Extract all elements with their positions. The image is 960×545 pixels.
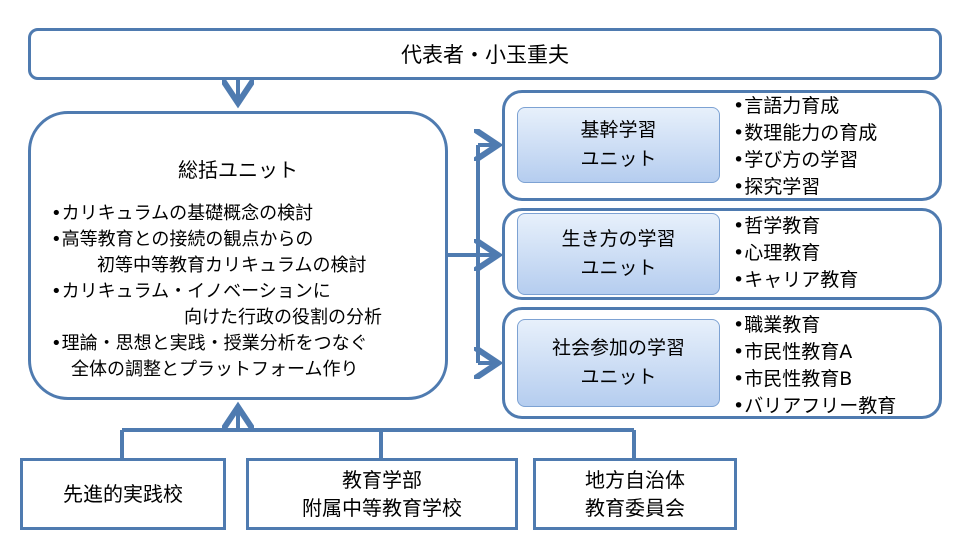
- unit-item: •バリアフリー教育: [733, 395, 897, 417]
- unit-ikikata-box: 生き方の学習 ユニット •哲学教育 •心理教育 •キャリア教育: [502, 208, 942, 300]
- main-unit-item: •理論・思想と実践・授業分析をつなぐ: [51, 333, 368, 354]
- unit-item: •キャリア教育: [733, 269, 859, 291]
- main-unit-box: 総括ユニット •カリキュラムの基礎概念の検討 •高等教育との接続の観点からの 初…: [28, 111, 448, 400]
- local-gov-box: 地方自治体 教育委員会: [533, 458, 737, 530]
- school-box: 先進的実践校: [20, 458, 226, 530]
- unit-item: •心理教育: [733, 242, 821, 264]
- faculty-label-line2: 附属中等教育学校: [302, 496, 462, 520]
- unit-kikan-label-line2: ユニット: [580, 148, 657, 170]
- unit-shakai-box: 社会参加の学習 ユニット •職業教育 •市民性教育A •市民性教育B •バリアフ…: [502, 307, 942, 419]
- unit-item: •哲学教育: [733, 215, 821, 237]
- local-gov-label-line1: 地方自治体: [585, 468, 685, 492]
- unit-item: •言語力育成: [733, 95, 840, 117]
- unit-kikan-label-line1: 基幹学習: [580, 119, 657, 141]
- unit-item: •職業教育: [733, 314, 821, 336]
- main-unit-item: 初等中等教育カリキュラムの検討: [97, 255, 367, 276]
- unit-shakai-label: 社会参加の学習 ユニット: [517, 319, 720, 407]
- unit-item: •市民性教育A: [733, 341, 853, 363]
- main-unit-item: •カリキュラムの基礎概念の検討: [51, 203, 314, 224]
- unit-ikikata-label-line1: 生き方の学習: [561, 228, 676, 250]
- unit-ikikata-label: 生き方の学習 ユニット: [517, 213, 720, 295]
- faculty-box: 教育学部 附属中等教育学校: [246, 458, 518, 530]
- unit-item: •学び方の学習: [733, 149, 859, 171]
- main-unit-items: •カリキュラムの基礎概念の検討 •高等教育との接続の観点からの 初等中等教育カリ…: [51, 201, 441, 383]
- main-unit-item: •カリキュラム・イノベーションに: [51, 281, 331, 302]
- unit-shakai-label-line1: 社会参加の学習: [551, 337, 685, 359]
- representative-box: 代表者・小玉重夫: [28, 28, 942, 80]
- unit-item: •市民性教育B: [733, 368, 853, 390]
- unit-item: •数理能力の育成: [733, 122, 878, 144]
- representative-label: 代表者・小玉重夫: [401, 43, 569, 67]
- unit-item: •探究学習: [733, 176, 821, 198]
- main-unit-item: 向けた行政の役割の分析: [184, 307, 382, 328]
- unit-kikan-label: 基幹学習 ユニット: [517, 107, 720, 183]
- main-unit-item: •高等教育との接続の観点からの: [51, 229, 314, 250]
- unit-shakai-label-line2: ユニット: [580, 366, 657, 388]
- unit-ikikata-label-line2: ユニット: [580, 257, 657, 279]
- faculty-label-line1: 教育学部: [342, 468, 422, 492]
- school-label: 先進的実践校: [63, 482, 183, 506]
- unit-kikan-items: •言語力育成 •数理能力の育成 •学び方の学習 •探究学習: [733, 93, 877, 201]
- unit-kikan-box: 基幹学習 ユニット •言語力育成 •数理能力の育成 •学び方の学習 •探究学習: [502, 90, 942, 201]
- local-gov-label-line2: 教育委員会: [585, 496, 685, 520]
- unit-ikikata-items: •哲学教育 •心理教育 •キャリア教育: [733, 213, 858, 294]
- unit-shakai-items: •職業教育 •市民性教育A •市民性教育B •バリアフリー教育: [733, 312, 896, 420]
- main-unit-item: 全体の調整とプラットフォーム作り: [71, 359, 359, 380]
- main-unit-title: 総括ユニット: [178, 158, 298, 182]
